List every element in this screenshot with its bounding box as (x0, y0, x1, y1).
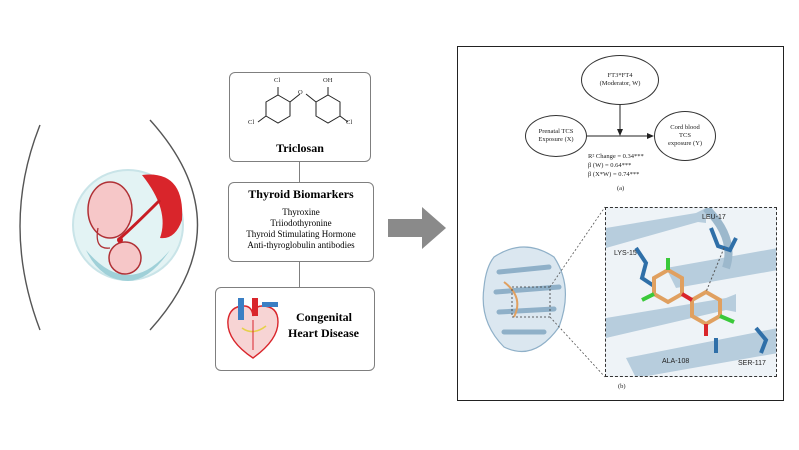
binding-site-zoom: LEU-17 LYS-15 ALA-108 SER-117 (605, 207, 777, 377)
zoom-lines (549, 206, 606, 378)
connector-1 (299, 162, 300, 182)
chd-line1: Congenital (296, 310, 353, 324)
caption-b: (b) (618, 383, 626, 390)
thyroid-biomarkers-box: Thyroid Biomarkers Thyroxine Triiodothyr… (228, 182, 374, 262)
stat-beta-xw: β (X*W) = 0.74*** (588, 171, 640, 178)
model-arrows (587, 105, 654, 139)
exposure-node: Prenatal TCS Exposure (X) (525, 115, 587, 157)
binding-site-render (606, 208, 776, 376)
biomarker-item: Anti-thyroglobulin antibodies (247, 240, 355, 250)
cl-label-top: Cl (274, 77, 281, 84)
biomarkers-title: Thyroid Biomarkers (248, 187, 354, 201)
chd-line2: Heart Disease (288, 326, 359, 340)
protein-overview (482, 246, 567, 353)
residue-lys15: LYS-15 (614, 250, 637, 257)
biomarker-item: Thyroxine (282, 207, 320, 217)
heart-icon (227, 298, 279, 359)
moderator-node: FT3*FT4 (Moderator, W) (581, 55, 659, 105)
residue-ala108: ALA-108 (662, 358, 690, 365)
stat-beta-w: β (W) = 0.64*** (588, 162, 632, 169)
o-label: O (298, 89, 303, 96)
outcome-node: Cord blood TCS exposure (Y) (654, 111, 716, 161)
right-arrow-icon (388, 207, 446, 249)
biomarker-item: Thyroid Stimulating Hormone (246, 229, 356, 239)
residue-leu17: LEU-17 (702, 214, 726, 221)
biomarker-item: Triiodothyronine (270, 218, 332, 228)
oh-label: OH (323, 77, 333, 84)
cl-label-left: Cl (248, 119, 255, 126)
stat-r2: R² Change = 0.34*** (588, 153, 644, 160)
results-panel: FT3*FT4 (Moderator, W) Prenatal TCS Expo… (457, 46, 784, 401)
caption-a: (a) (617, 185, 625, 192)
triclosan-structure (257, 87, 349, 124)
cl-label-right: Cl (346, 119, 353, 126)
connector-2 (299, 262, 300, 287)
triclosan-name: Triclosan (276, 141, 324, 155)
triclosan-box: Cl O OH Cl Cl Triclosan (229, 72, 371, 162)
pregnancy-illustration (19, 119, 199, 331)
congenital-heart-disease-box: Congenital Heart Disease (215, 287, 375, 371)
residue-ser117: SER-117 (738, 360, 766, 367)
